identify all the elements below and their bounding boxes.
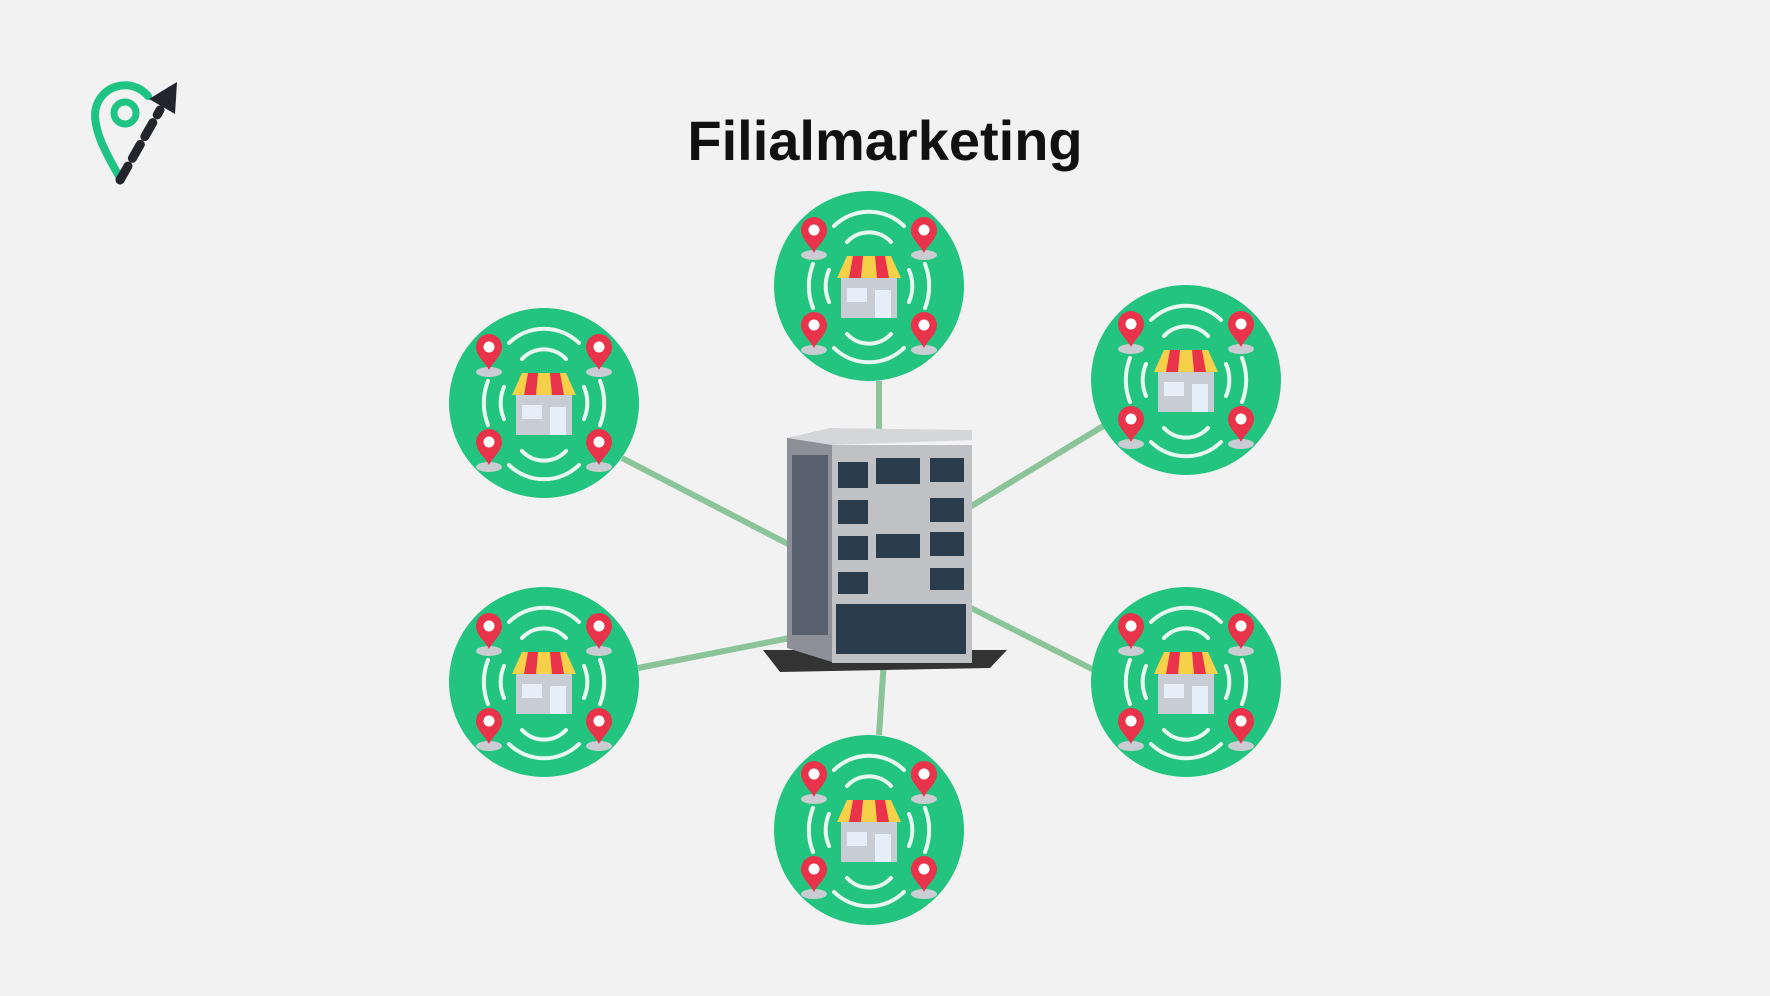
branch-store-bottom bbox=[774, 735, 964, 925]
branch-store-top bbox=[774, 191, 964, 381]
office-building-icon bbox=[763, 428, 1007, 672]
page-title: Filialmarketing bbox=[687, 109, 1083, 172]
logo bbox=[90, 81, 177, 185]
branch-store-top-right bbox=[1091, 285, 1281, 475]
branch-store-top-left bbox=[449, 308, 639, 498]
branch-store-bottom-left bbox=[449, 587, 639, 777]
branch-store-bottom-right bbox=[1091, 587, 1281, 777]
